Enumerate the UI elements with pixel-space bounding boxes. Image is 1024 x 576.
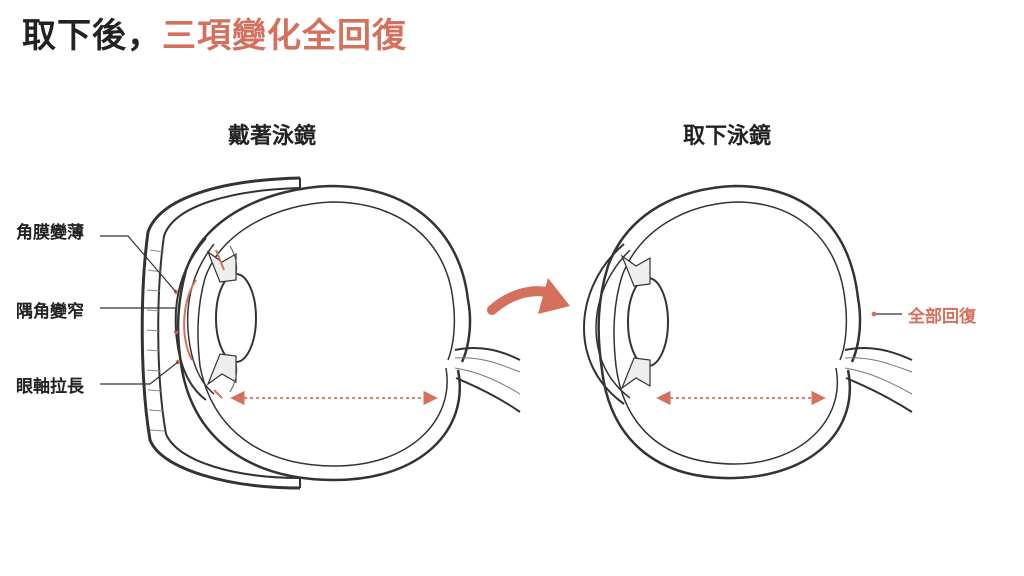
page-title: 取下後，三項變化全回復 xyxy=(22,16,407,56)
eye-without-goggles xyxy=(582,184,913,480)
callout-leaders xyxy=(100,235,179,385)
curved-arrow-icon xyxy=(487,278,570,315)
callout-angle-narrowing: 隅角變窄 xyxy=(16,302,84,322)
recovery-marker-dot xyxy=(871,311,877,317)
eye-with-goggles xyxy=(100,176,521,490)
goggle-lens-shape xyxy=(140,176,301,490)
panel-label-with-goggles: 戴著泳鏡 xyxy=(227,124,317,149)
title-highlight: 三項變化全回復 xyxy=(162,16,407,56)
panel-label-without-goggles: 取下泳鏡 xyxy=(682,124,772,149)
callout-cornea-thinning: 角膜變薄 xyxy=(16,223,84,243)
title-prefix: 取下後， xyxy=(22,16,162,56)
left-eyeball-shape xyxy=(174,184,521,482)
callout-axial-elongation: 眼軸拉長 xyxy=(16,377,84,397)
callout-full-recovery: 全部回復 xyxy=(908,307,976,327)
